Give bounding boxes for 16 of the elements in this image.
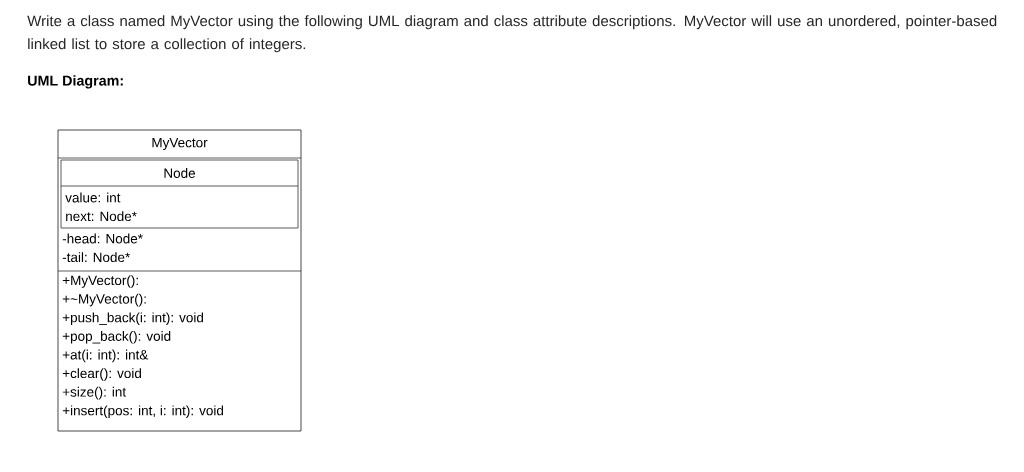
instruction-text: Write a class named MyVector using the following UML diagram and class attribute descriptions. MyVector will use an unordered, pointer-based linked list to store a collection of integers. [27,15,997,53]
method-text: +push_back(i: int): void [62,312,203,325]
method-text: +clear(): void [62,368,141,381]
method-text: +at(i: int): int& [62,349,149,363]
class-name: Node [164,168,196,178]
class-name: MyVector [152,137,208,151]
method-text: +pop_back(): void [62,331,171,344]
method-text: +~MyVector(): [62,293,146,307]
method-text: +size(): int [62,386,126,400]
attribute-text: -head: Node* [62,233,143,244]
method-text: +insert(pos: int, i: int): void [62,405,223,418]
attribute-text: value: int [65,192,121,203]
method-text: +MyVector(): [62,275,138,288]
section-heading: UML Diagram: [28,75,123,89]
attribute-text: -tail: Node* [62,252,130,263]
attribute-text: next: Node* [66,211,137,222]
